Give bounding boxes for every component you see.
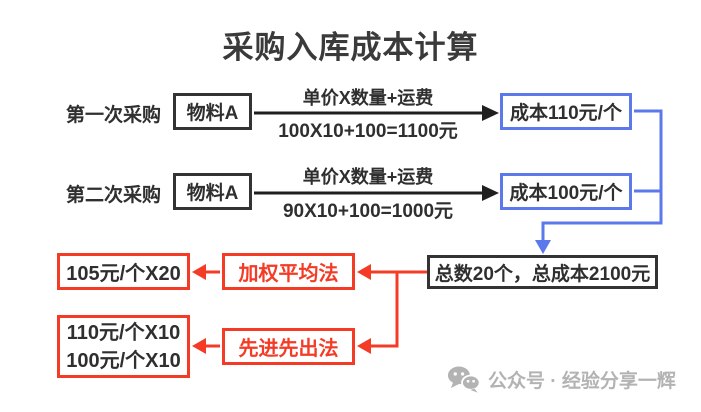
weighted-result-box: 105元/个X20 bbox=[57, 253, 190, 290]
row1-formula-bottom: 100X10+100=1100元 bbox=[278, 121, 458, 142]
red-arrowhead-fifo bbox=[357, 338, 371, 354]
row2-cost-box: 成本100元/个 bbox=[500, 173, 632, 210]
red-arrowhead-fifo-result bbox=[192, 338, 206, 354]
row1-formula-top: 单价X数量+运费 bbox=[302, 88, 434, 108]
fifo-method-box: 先进先出法 bbox=[222, 328, 355, 365]
fifo-result-line2: 100元/个X10 bbox=[66, 349, 181, 372]
red-arrowhead-weighted-result bbox=[192, 264, 206, 280]
watermark: 公众号 · 经验分享一辉 bbox=[447, 365, 676, 393]
row2-material-box: 物料A bbox=[173, 173, 252, 210]
row2-label: 第二次采购 bbox=[66, 185, 162, 206]
page-title: 采购入库成本计算 bbox=[222, 30, 479, 65]
arrow-row1-head bbox=[482, 105, 499, 121]
row1-label: 第一次采购 bbox=[66, 105, 162, 126]
blue-connector-arrowhead bbox=[535, 240, 551, 254]
red-connector-branch-to-fifo bbox=[368, 272, 399, 348]
row2-formula-bottom: 90X10+100=1000元 bbox=[282, 201, 454, 222]
row1-material-box: 物料A bbox=[173, 93, 252, 130]
wechat-icon bbox=[447, 366, 480, 393]
row2-formula-top: 单价X数量+运费 bbox=[302, 167, 434, 187]
total-box: 总数20个，总成本2100元 bbox=[427, 255, 658, 289]
arrow-row2-head bbox=[482, 185, 499, 201]
watermark-text: 公众号 · 经验分享一辉 bbox=[488, 370, 676, 392]
fifo-result-box: 110元/个X10 100元/个X10 bbox=[57, 315, 190, 378]
fifo-result-line1: 110元/个X10 bbox=[66, 321, 181, 344]
row1-cost-box: 成本110元/个 bbox=[500, 93, 632, 130]
red-arrowhead-weighted bbox=[357, 264, 371, 280]
weighted-method-box: 加权平均法 bbox=[222, 253, 355, 290]
